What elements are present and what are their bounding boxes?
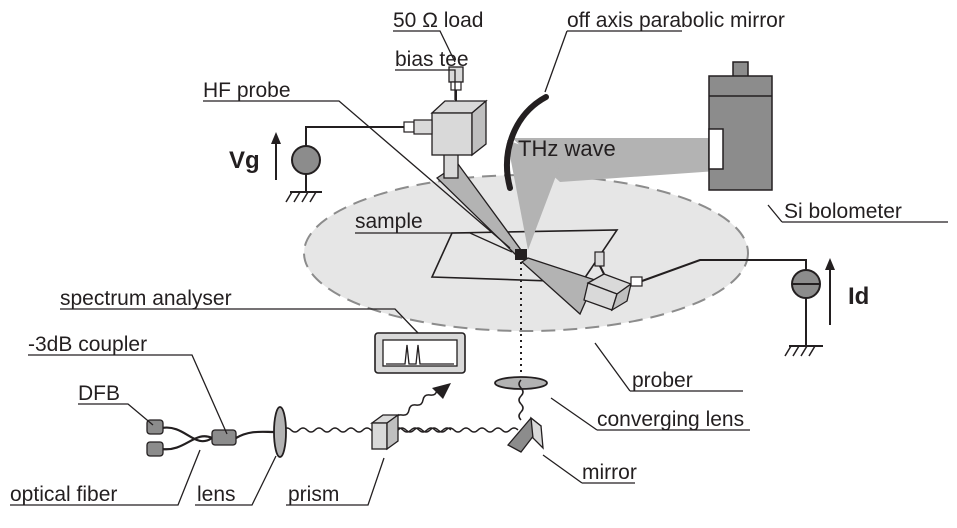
thz-beam-to-bolometer xyxy=(512,138,717,182)
si-bolometer-label: Si bolometer xyxy=(784,200,902,223)
id-label: Id xyxy=(848,283,869,310)
prism xyxy=(370,413,400,451)
dfb-laser-2 xyxy=(146,441,164,457)
prober-label: prober xyxy=(632,369,693,392)
mirror-label: mirror xyxy=(582,461,637,484)
optical-fiber-out xyxy=(235,430,275,439)
lens xyxy=(273,406,287,458)
coupler-body xyxy=(211,429,237,446)
spectrum-analyser-label: spectrum analyser xyxy=(60,287,232,310)
converging-lens-label: converging lens xyxy=(597,408,744,431)
thz-wave-label: THz wave xyxy=(518,136,616,161)
coupler-label: -3dB coupler xyxy=(28,333,147,356)
right-probe-arm xyxy=(520,257,596,316)
parabolic-mirror xyxy=(504,94,549,191)
dfb-label: DFB xyxy=(78,382,120,405)
optical-path-to-analyser xyxy=(394,389,438,421)
prism-label: prism xyxy=(288,483,339,506)
bias-tee xyxy=(430,99,488,157)
optical-fiber-lower xyxy=(161,435,213,451)
spectrum-analyser xyxy=(374,332,466,374)
sample-label: sample xyxy=(355,210,423,233)
load-label: 50 Ω load xyxy=(393,9,483,32)
bias-tee-side-connector xyxy=(403,119,433,135)
right-probe-block xyxy=(583,251,643,312)
optical-fiber-upper xyxy=(161,426,213,443)
leader-lines xyxy=(10,30,948,506)
optical-path-to-mirror xyxy=(397,427,519,433)
bias-tee-label: bias tee xyxy=(395,48,469,71)
optical-path-up xyxy=(518,379,524,421)
id-source xyxy=(641,258,835,357)
analyser-arrow xyxy=(432,383,451,399)
hf-probe-label: HF probe xyxy=(203,79,291,102)
lens-label: lens xyxy=(197,483,236,506)
mirror xyxy=(506,416,544,453)
parabolic-mirror-label: off axis parabolic mirror xyxy=(567,9,785,32)
si-bolometer xyxy=(708,61,773,191)
vg-source xyxy=(271,126,404,203)
thz-beam-from-sample xyxy=(507,140,562,250)
load-connector xyxy=(448,66,464,101)
sample-chip xyxy=(515,249,527,260)
vg-label: Vg xyxy=(229,147,260,174)
optical-path-to-prism xyxy=(282,427,452,433)
optical-fiber-label: optical fiber xyxy=(10,483,117,506)
